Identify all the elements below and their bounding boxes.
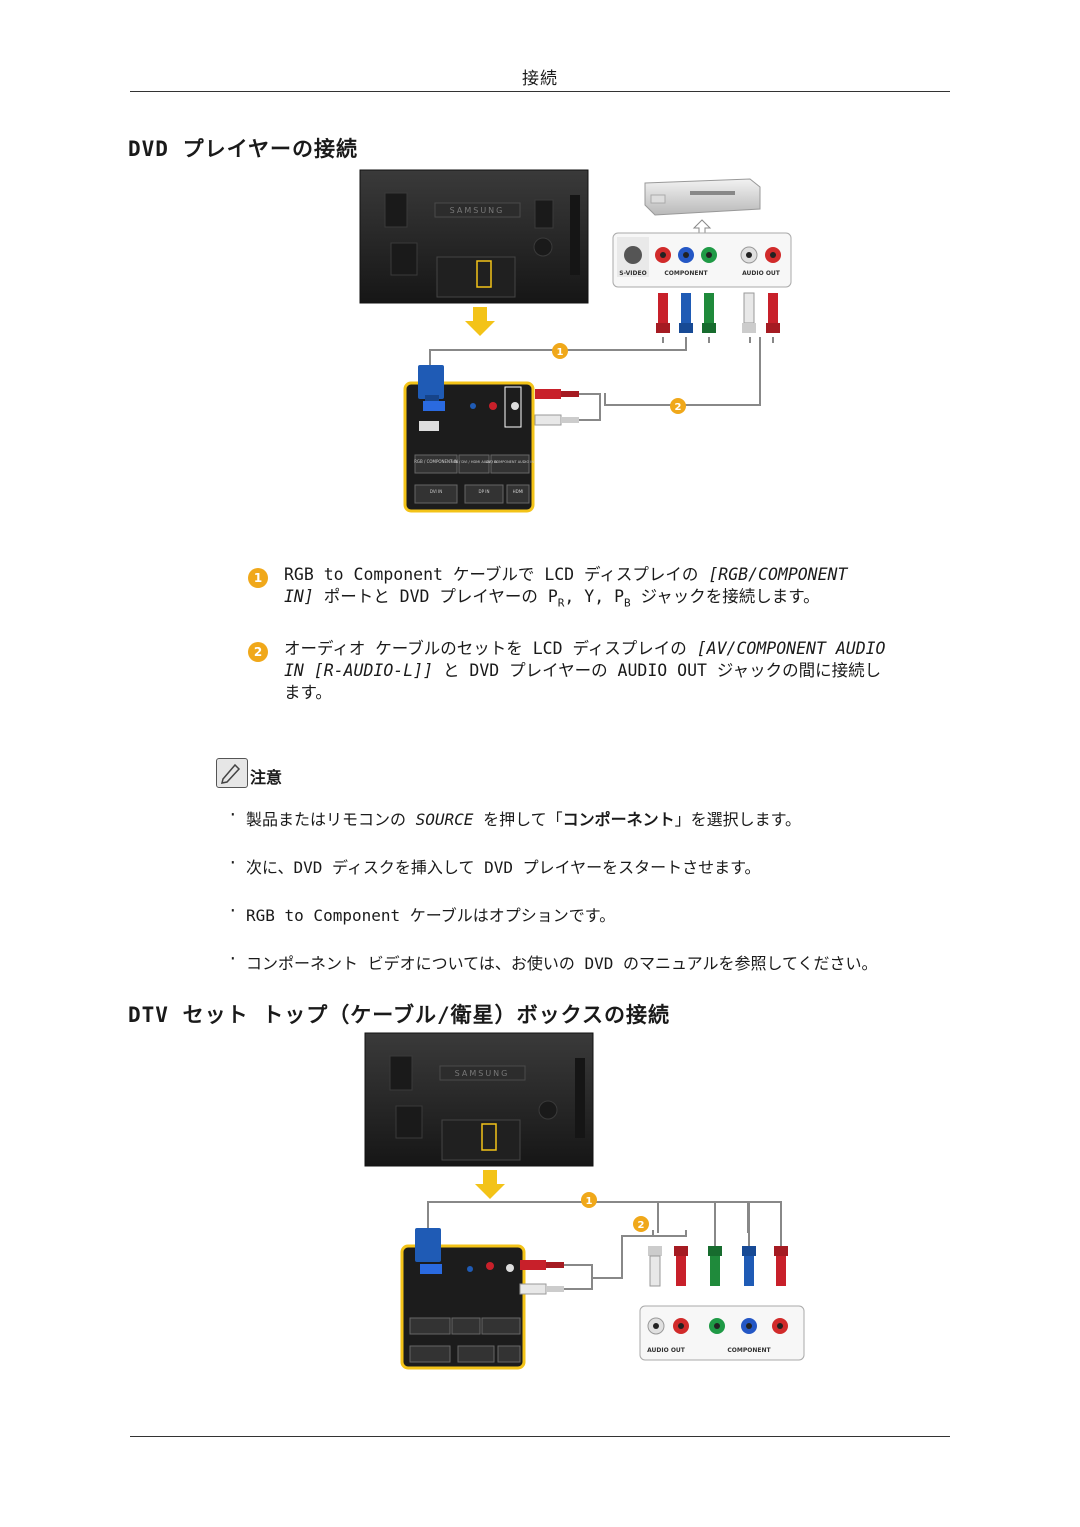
note-b1-e: 」を選択します。 — [674, 810, 802, 829]
note-title: 注意 — [250, 768, 283, 787]
svideo-label: S-VIDEO — [619, 270, 646, 277]
step-1-sub-b: B — [624, 596, 631, 610]
display-rear-panel: SAMSUNG — [359, 169, 589, 304]
down-arrow-icon — [465, 307, 495, 336]
step-1-badge: 1 — [248, 568, 268, 588]
note-bullet-4: コンポーネント ビデオについては、お使いの DVD のマニュアルを参照してくださ… — [224, 949, 984, 998]
note-b1-c: を押して「 — [473, 810, 563, 829]
dvd-player-device — [644, 178, 761, 234]
step-2-text-a: オーディオ ケーブルのセットを LCD ディスプレイの — [284, 639, 697, 659]
port-label-audio-in: RGB / DVI / HDMI AUDIO IN — [450, 460, 497, 464]
step-1-port-name: [RGB/COMPONENT IN] — [284, 565, 848, 606]
step-1: 1 RGB to Component ケーブルで LCD ディスプレイの [RG… — [246, 564, 886, 614]
stb-jack-panel: AUDIO OUT COMPONENT — [639, 1305, 805, 1361]
stb-component-label: COMPONENT — [727, 1347, 771, 1354]
stb-audio-out-label: AUDIO OUT — [647, 1347, 686, 1354]
step-1-sub-r: R — [557, 596, 565, 610]
callout-2: 2 — [675, 402, 682, 413]
note-bullets: 製品またはリモコンの SOURCE を押して「コンポーネント」を選択します。 次… — [224, 805, 984, 998]
note-bullet-1: 製品またはリモコンの SOURCE を押して「コンポーネント」を選択します。 — [224, 805, 984, 854]
step-list: 1 RGB to Component ケーブルで LCD ディスプレイの [RG… — [246, 564, 886, 724]
note-b1-component: コンポーネント — [562, 810, 675, 829]
step-2-port-name: [AV/COMPONENT AUDIO IN [R-AUDIO-L]] — [284, 639, 886, 681]
header-rule — [130, 91, 950, 92]
step-1-text-a: RGB to Component ケーブルで LCD ディスプレイの — [284, 565, 709, 584]
audio-out-label: AUDIO OUT — [742, 270, 781, 277]
dvd-jack-panel: S-VIDEO COMPONENT AUDIO OUT — [612, 232, 792, 288]
step-1-text-b: ポートと DVD プレイヤーの P — [313, 587, 558, 606]
dvd-plugs — [656, 292, 780, 333]
note-bullet-2: 次に、DVD ディスクを挿入して DVD プレイヤーをスタートさせます。 — [224, 853, 984, 902]
display-rear-panel-2: SAMSUNG — [364, 1032, 594, 1167]
section-title-dtv: DTV セット トップ（ケーブル/衛星）ボックスの接続 — [128, 1003, 670, 1027]
dvd-connection-diagram: SAMSUNG S-VIDEO COMPONENT AUDIO OUT — [359, 169, 792, 513]
brand-label: SAMSUNG — [450, 206, 505, 215]
display-connector-panel: RGB / COMPONENT IN RGB / DVI / HDMI AUDI… — [403, 365, 535, 513]
note-heading: 注意 — [216, 758, 282, 788]
section-title-dvd: DVD プレイヤーの接続 — [128, 137, 358, 161]
port-label-av-component: AV / COMPONENT AUDIO IN — [486, 460, 534, 464]
note-b1-a: 製品またはリモコンの — [246, 810, 416, 829]
step-2-badge: 2 — [248, 642, 268, 663]
dtv-connection-diagram: SAMSUNG 1 2 AUDIO OUT COMPONENT — [364, 1032, 805, 1370]
down-arrow-icon-2 — [475, 1170, 505, 1199]
note-icon — [216, 758, 248, 788]
port-label-dp: DP IN — [479, 489, 490, 494]
step-1-text-c: , Y, P — [564, 587, 625, 606]
step-1-text-d: ジャックを接続します。 — [630, 587, 820, 606]
component-label: COMPONENT — [664, 270, 708, 277]
port-label-rgb-component: RGB / COMPONENT IN — [414, 459, 458, 464]
callout-1: 1 — [557, 347, 564, 358]
note-b1-source: SOURCE — [415, 810, 474, 829]
port-label-dvi: DVI IN — [430, 489, 442, 494]
callout-2-b: 2 — [638, 1220, 645, 1231]
page-header-title: 接続 — [522, 69, 558, 89]
brand-label-2: SAMSUNG — [455, 1069, 510, 1078]
port-label-hdmi: HDMI — [513, 489, 524, 494]
display-connector-panel-2 — [400, 1228, 526, 1370]
step-2-text-b: と DVD プレイヤーの AUDIO OUT ジャックの間に接続します。 — [284, 661, 882, 703]
callout-1-b: 1 — [586, 1196, 593, 1207]
step-2: 2 オーディオ ケーブルのセットを LCD ディスプレイの [AV/COMPON… — [246, 638, 886, 704]
note-bullet-3: RGB to Component ケーブルはオプションです。 — [224, 901, 984, 950]
footer-rule — [130, 1436, 950, 1437]
stb-plugs — [648, 1201, 788, 1287]
